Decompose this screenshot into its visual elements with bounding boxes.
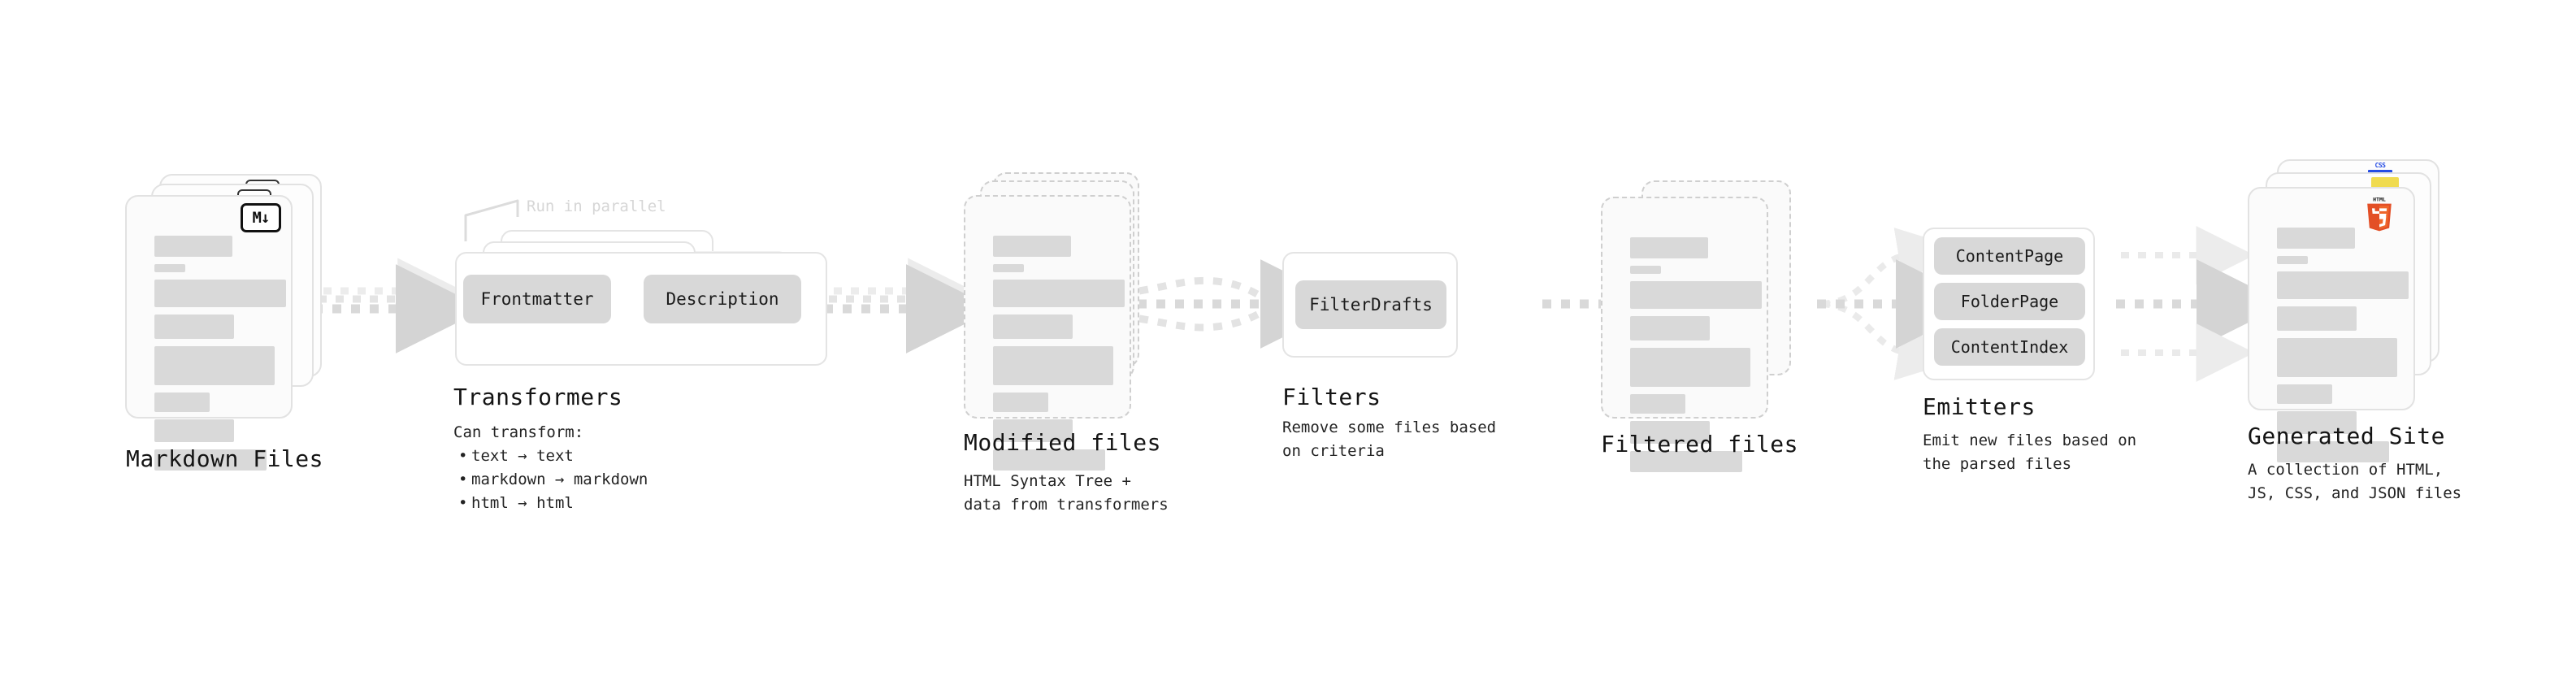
- stage-title-modified: Modified files: [964, 429, 1162, 456]
- chip-frontmatter[interactable]: Frontmatter: [463, 275, 611, 323]
- stage-title-markdown: Markdown Files: [126, 445, 324, 472]
- transformers-bullets-lead: Can transform:: [453, 423, 584, 441]
- filtered-card-front: [1601, 197, 1768, 472]
- stage-sub-generated: A collection of HTML, JS, CSS, and JSON …: [2248, 461, 2462, 502]
- filtered-card-bars: [1630, 237, 1762, 479]
- chip-filterdrafts[interactable]: FilterDrafts: [1295, 280, 1446, 329]
- stage-sub-modified: HTML Syntax Tree + data from transformer…: [964, 472, 1169, 514]
- html5-icon: HTML: [2363, 195, 2396, 232]
- stage-sub-filters: Remove some files based on criteria: [1282, 419, 1497, 460]
- modified-card-front: [964, 195, 1131, 471]
- markdown-card-front: [125, 195, 293, 471]
- chip-contentindex-label: ContentIndex: [1950, 337, 2069, 357]
- stage-title-filters: Filters: [1282, 384, 1381, 410]
- transformer-bullet-2: html → html: [458, 492, 648, 515]
- stage-title-generated: Generated Site: [2248, 423, 2446, 449]
- chip-filterdrafts-label: FilterDrafts: [1309, 295, 1433, 314]
- markdown-icon: M↓: [241, 203, 281, 232]
- transformer-bullet-0: text → text: [458, 445, 648, 468]
- chip-description-label: Description: [666, 289, 779, 309]
- markdown-card-bars: [154, 236, 286, 478]
- generated-card-front: [2248, 187, 2415, 462]
- chip-folderpage-label: FolderPage: [1960, 292, 2059, 311]
- run-in-parallel-label: Run in parallel: [527, 197, 666, 215]
- chip-frontmatter-label: Frontmatter: [480, 289, 594, 309]
- chip-folderpage[interactable]: FolderPage: [1934, 283, 2085, 320]
- stage-title-transformers: Transformers: [453, 384, 623, 410]
- stage-title-filtered: Filtered files: [1601, 431, 1799, 458]
- arrow-emitters-to-generated: [2116, 226, 2286, 382]
- svg-text:HTML: HTML: [2373, 196, 2386, 202]
- stage-sub-emitters: Emit new files based on the parsed files: [1923, 432, 2137, 473]
- chip-contentpage-label: ContentPage: [1955, 246, 2064, 266]
- chip-description[interactable]: Description: [644, 275, 801, 323]
- chip-contentindex[interactable]: ContentIndex: [1934, 328, 2085, 366]
- arrow-filtered-to-emitters: [1817, 228, 1985, 380]
- arrow-modified-to-filters: [1138, 259, 1350, 349]
- stage-title-emitters: Emitters: [1923, 393, 2036, 420]
- chip-contentpage[interactable]: ContentPage: [1934, 237, 2085, 275]
- transformers-bullets: Can transform: text → text markdown → ma…: [453, 421, 648, 515]
- modified-card-bars: [993, 236, 1125, 478]
- transformer-bullet-1: markdown → markdown: [458, 468, 648, 492]
- generated-card-bars: [2277, 228, 2409, 470]
- css3-icon: CSS: [2368, 163, 2392, 174]
- arrow-markdown-to-transformers: [314, 258, 485, 354]
- arrow-transformers-to-modified: [824, 258, 995, 354]
